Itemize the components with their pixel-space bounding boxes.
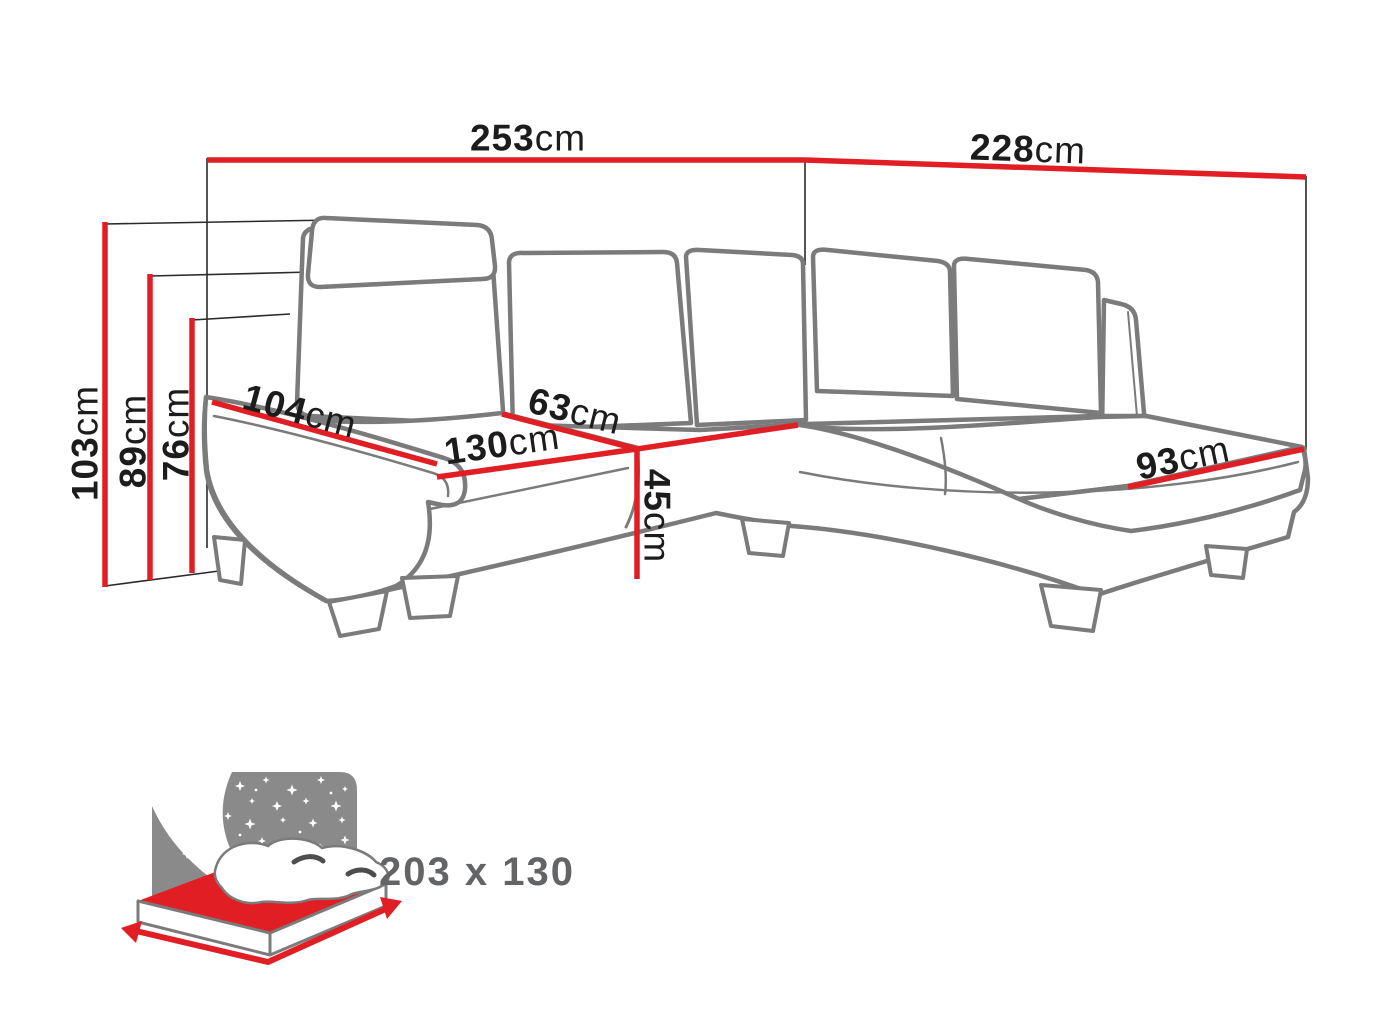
extension-line-floor	[104, 570, 220, 587]
leg-under-armrest	[327, 589, 389, 638]
night-panel-wedge	[152, 806, 240, 897]
dimension-line-chaise-93	[1127, 446, 1305, 490]
dimension-lines	[102, 157, 1307, 587]
dim-label-height-89: 89cm	[112, 393, 154, 489]
leg-chaise-right	[1204, 544, 1249, 580]
length-arrow-heads	[121, 897, 402, 943]
extension-line-103	[104, 219, 334, 225]
dim-label-seat-height-45: 45cm	[636, 468, 678, 564]
stars	[162, 776, 353, 887]
dimension-line-armrest-104	[211, 399, 438, 467]
duvet	[213, 837, 390, 905]
dimension-line-total-depth	[804, 157, 1307, 180]
leg-corner	[740, 517, 791, 558]
sleeping-function-icon	[121, 772, 402, 966]
right-side-panel-seam	[1127, 311, 1138, 417]
dim-label-total-depth: 228cm	[969, 126, 1087, 172]
dimension-line-seat-130	[436, 446, 638, 480]
sofa-drawing	[201, 215, 1311, 638]
left-armrest-top-seam	[212, 414, 450, 498]
extension-line-76	[191, 313, 291, 321]
extension-line-89	[149, 271, 312, 277]
headrest	[305, 215, 498, 290]
length-arrow-line	[135, 904, 392, 966]
sofa-legs	[212, 517, 1249, 638]
backrest-cushion-right1	[810, 247, 956, 399]
left-armrest	[202, 394, 468, 604]
leg-left-side	[212, 535, 247, 586]
dim-label-height-103: 103cm	[64, 384, 106, 502]
right-base-seam	[798, 460, 1300, 494]
dim-label-height-76: 76cm	[155, 386, 197, 482]
chaise-cushion-front	[1016, 444, 1308, 534]
pillow-folds	[291, 854, 377, 878]
leg-left-front	[400, 574, 460, 620]
leg-chaise-front	[1039, 583, 1103, 633]
backrest-cushion-middle	[506, 249, 694, 433]
sleeping-area-size-label: 203 x 130	[379, 850, 575, 894]
backrest-cushion-corner	[683, 247, 809, 428]
backrest-cushion-right2	[951, 256, 1104, 416]
dim-label-total-width: 253cm	[469, 117, 587, 159]
